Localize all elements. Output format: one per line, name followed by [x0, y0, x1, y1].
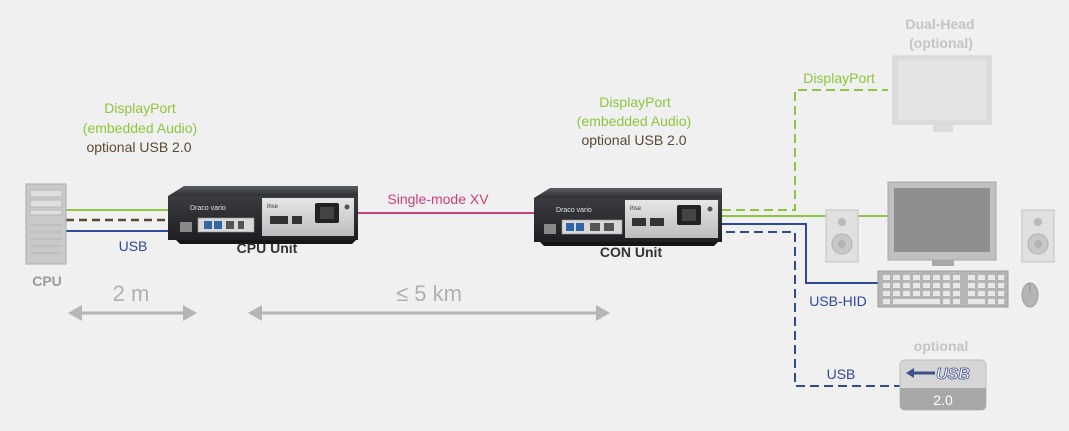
con-unit-brand-label: Draco vario [556, 207, 592, 214]
usb-logo-icon [906, 368, 935, 378]
single-mode-xv-label: Single-mode XV [387, 191, 489, 207]
distance-2m-label: 2 m [113, 281, 150, 306]
main-monitor-icon [887, 181, 997, 266]
con-side-audio-label: (embedded Audio) [577, 113, 691, 129]
distance-arrow-2m [68, 305, 197, 321]
displayport-dual-head-label: DisplayPort [803, 70, 875, 86]
cpu-unit-label: CPU Unit [237, 240, 298, 256]
dual-head-title: Dual-Head [905, 16, 974, 32]
cpu-usb-label: USB [119, 238, 148, 254]
cpu-tower-icon [25, 183, 67, 265]
cpu-unit-maker-label: ihse [267, 204, 279, 210]
con-side-displayport-label: DisplayPort [599, 94, 671, 110]
con-unit-maker-label: ihse [630, 206, 642, 212]
mouse-icon [1021, 282, 1039, 308]
con-side-usb-optional-label: optional USB 2.0 [581, 132, 686, 148]
usb-badge-version: 2.0 [933, 392, 953, 408]
distance-arrow-5km [248, 305, 610, 321]
cpu-unit-device [168, 186, 358, 244]
con-unit-device [534, 188, 722, 246]
speaker-right-icon [1021, 209, 1055, 263]
cpu-label: CPU [32, 273, 62, 289]
cable-displayport-dual-head [722, 89, 888, 211]
usb-optional-title: optional [914, 338, 968, 354]
cpu-unit-brand-label: Draco vario [190, 205, 226, 212]
dual-head-optional: (optional) [909, 35, 973, 51]
usb-optional-cable-label: USB [827, 366, 856, 382]
cpu-side-audio-label: (embedded Audio) [83, 120, 197, 136]
usb-badge-logo-text: USB [936, 366, 970, 383]
keyboard-icon [877, 270, 1009, 308]
cpu-side-displayport-label: DisplayPort [104, 100, 176, 116]
distance-5km-label: ≤ 5 km [396, 281, 462, 306]
usb-hid-label: USB-HID [809, 293, 867, 309]
cpu-side-usb-optional-label: optional USB 2.0 [86, 139, 191, 155]
usb-2-badge [899, 359, 987, 411]
cable-usb-optional [712, 231, 900, 387]
cable-usb-hid [722, 223, 878, 284]
con-unit-label: CON Unit [600, 244, 663, 260]
speaker-left-icon [825, 209, 859, 263]
dual-head-monitor-icon [892, 55, 992, 132]
